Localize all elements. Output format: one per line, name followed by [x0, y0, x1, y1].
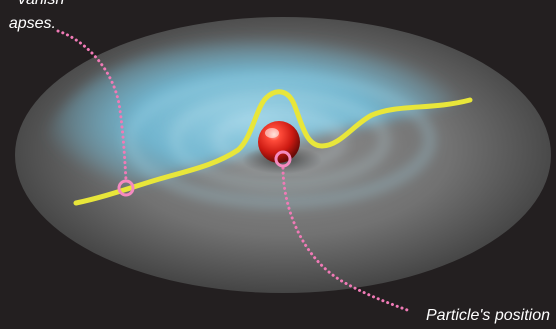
- particle-ball: [258, 121, 300, 163]
- particle-leader-line: [281, 166, 412, 313]
- particle-highlight: [265, 128, 279, 138]
- wave-function-curve: [73, 89, 473, 206]
- collapse-leader-line: [56, 29, 128, 182]
- collapse-callout-line-2: apses.: [8, 15, 56, 32]
- collapse-callout-line-1: vanish: [18, 0, 64, 9]
- collapse-marker-ring: [117, 179, 135, 197]
- particle-marker-ring: [274, 150, 292, 168]
- particle-position-label: Particle's position: [426, 307, 550, 324]
